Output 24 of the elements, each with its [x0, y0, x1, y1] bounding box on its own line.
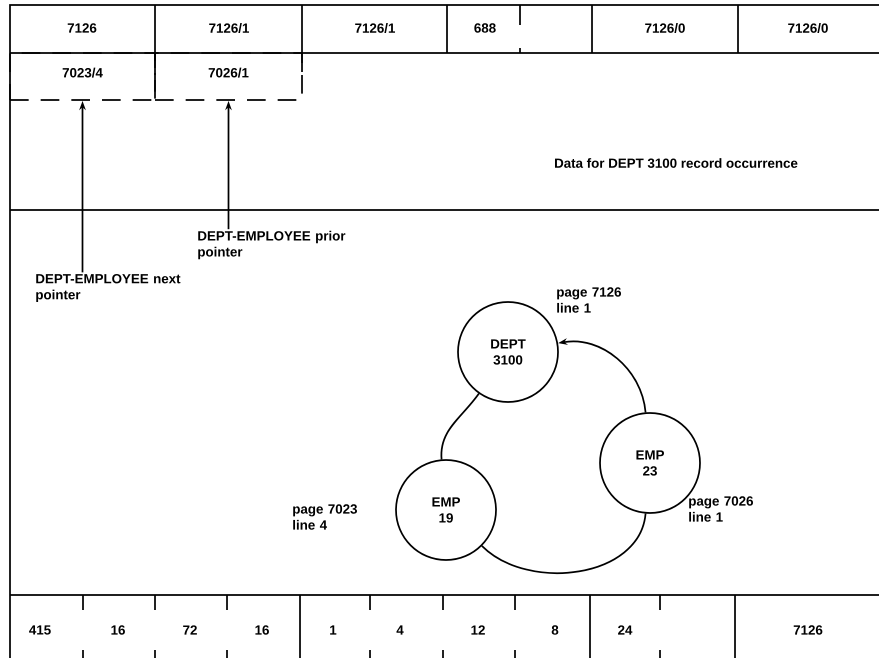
pointer-cell: 7023/4 — [9, 52, 156, 101]
cell-value: 7126/1 — [355, 23, 396, 33]
cell-value: 12 — [471, 625, 485, 635]
cell-value: 4 — [396, 625, 404, 635]
location-label: page 7023 line 4 — [293, 504, 357, 530]
cell-value: 7126 — [68, 23, 96, 33]
cell-value: 72 — [183, 625, 197, 635]
cell-value: 1 — [330, 625, 336, 635]
cell-value: 16 — [111, 625, 125, 635]
cell-value: 415 — [29, 625, 51, 635]
location-label: page 7026 line 1 — [689, 496, 754, 522]
location-label: page 7126 line 1 — [557, 287, 622, 313]
cell-value: 688 — [474, 23, 496, 33]
cell-value: 7126/0 — [645, 23, 685, 33]
cell-value: 16 — [255, 625, 269, 635]
note-text: Data for DEPT 3100 record occurrence — [555, 158, 798, 168]
cell-value: 7126 — [794, 625, 822, 635]
cell-value: 7126/1 — [209, 23, 250, 33]
pointer-label: DEPT-EMPLOYEE prior pointer — [198, 230, 346, 260]
cell-value: 8 — [552, 625, 558, 635]
cell-value: 24 — [618, 625, 632, 635]
cell-value: 7126/0 — [788, 23, 828, 33]
pointer-cell: 7026/1 — [154, 52, 303, 101]
pointer-label: DEPT-EMPLOYEE next pointer — [36, 274, 180, 302]
